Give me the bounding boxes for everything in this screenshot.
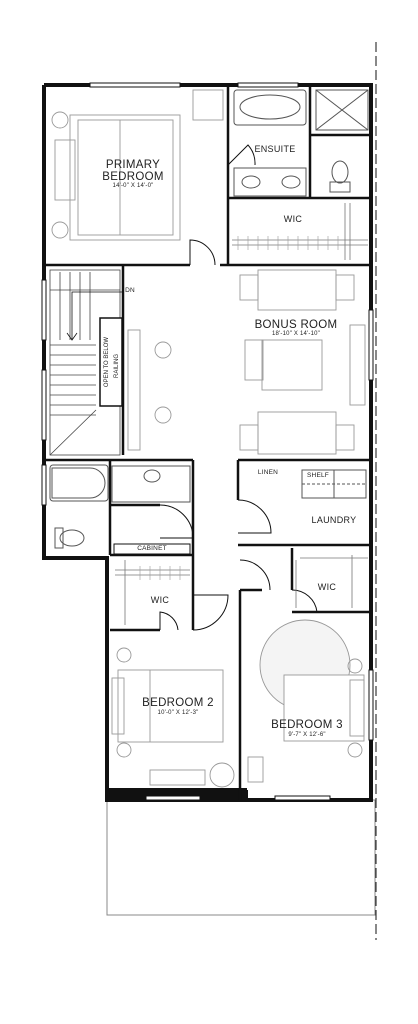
bedroom2-dims: 10'-0" X 12'-3" xyxy=(157,710,199,716)
railing xyxy=(99,317,123,407)
wic-bed2-label: WIC xyxy=(150,595,170,605)
windows xyxy=(41,82,374,801)
ensuite-label: ENSUITE xyxy=(254,144,296,154)
interior-walls xyxy=(44,85,371,800)
bonus-room-dims: 18'-10" X 14'-10" xyxy=(272,331,320,337)
bath-fixtures xyxy=(49,89,369,549)
bedroom2-south-wall xyxy=(105,788,247,800)
bedroom3-dims: 9'-7" X 12'-6" xyxy=(288,732,326,738)
wic-bed3-label: WIC xyxy=(317,582,337,592)
bedroom3-label: BEDROOM 3 xyxy=(271,719,343,731)
laundry-label: LAUNDRY xyxy=(311,515,357,525)
primary-bedroom-label-1: PRIMARY xyxy=(105,159,161,171)
bedroom2-label: BEDROOM 2 xyxy=(142,697,214,709)
wic-primary-label: WIC xyxy=(283,214,303,224)
cabinet-label: CABINET xyxy=(137,545,167,552)
cabinet-box xyxy=(113,543,191,555)
shelf-label: SHELF xyxy=(307,472,329,479)
bedroom2-bed xyxy=(111,647,235,788)
staircase xyxy=(49,269,122,456)
bonus-furniture xyxy=(127,269,366,455)
bedroom3-bed xyxy=(247,619,365,783)
stairs-down-label: DN xyxy=(125,287,135,294)
open-to-below-label: OPEN TO BELOW xyxy=(104,336,110,388)
laundry-appliances xyxy=(301,469,367,499)
primary-bedroom-dims: 14'-0" X 14'-0" xyxy=(112,183,154,189)
garage-outline xyxy=(106,799,376,916)
linen-label: LINEN xyxy=(257,469,279,476)
bonus-room-label: BONUS ROOM xyxy=(254,319,338,331)
door-swings xyxy=(159,144,318,631)
primary-bedroom-label-2: BEDROOM xyxy=(102,171,164,183)
closet-shelving xyxy=(115,203,368,625)
railing-label: RAILING xyxy=(114,354,120,379)
primary-bed xyxy=(51,89,224,241)
